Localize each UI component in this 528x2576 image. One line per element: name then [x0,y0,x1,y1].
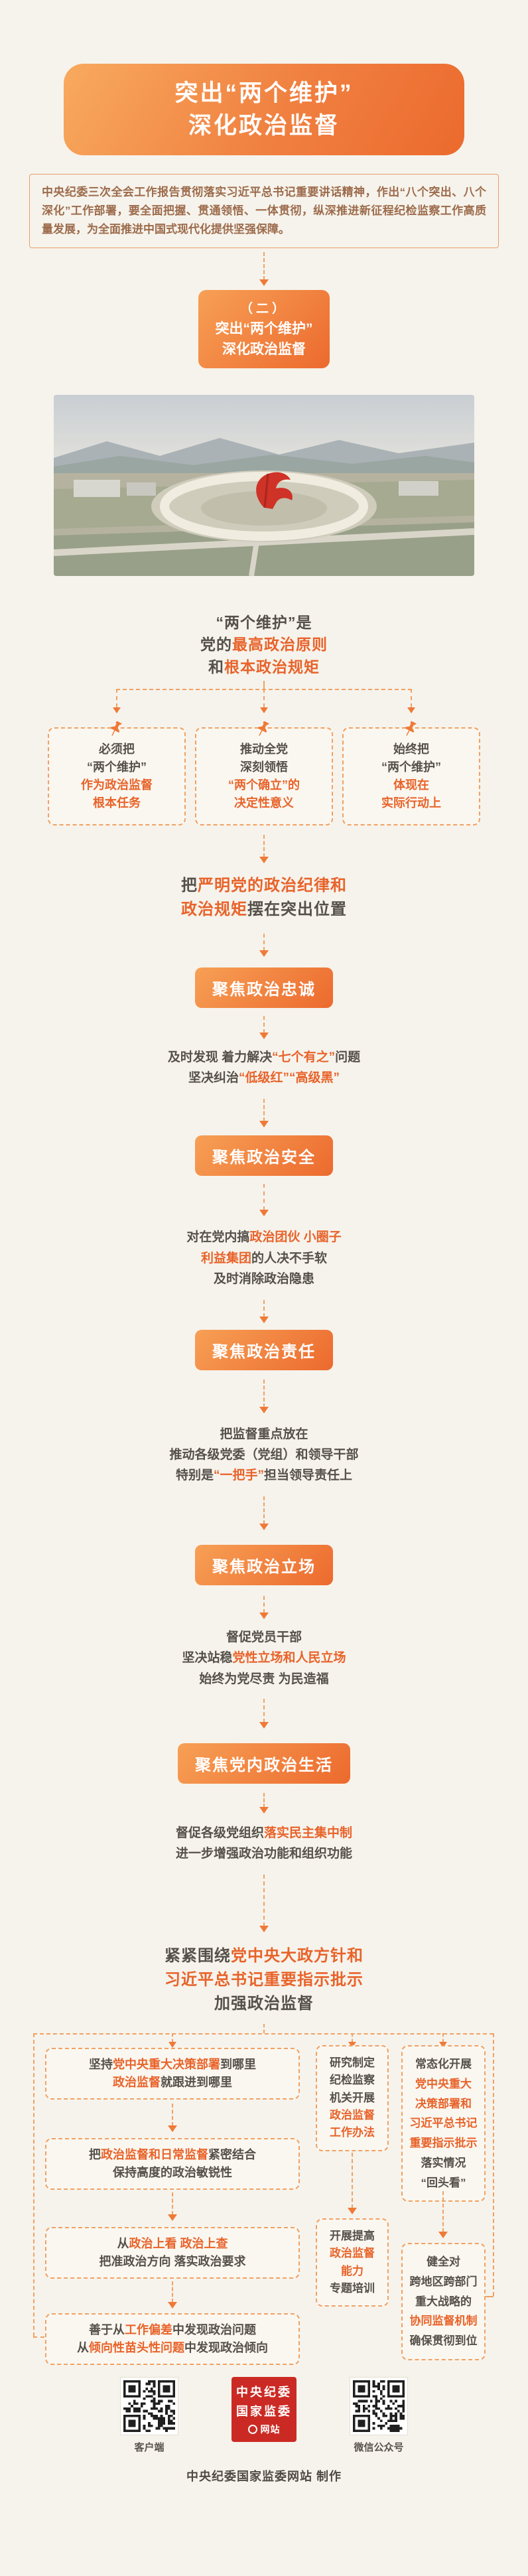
supervision-measures-branch: 坚持党中央重大决策部署到哪里政治监督就跟进到哪里 把政治监督和日常监督紧密结合保… [0,2024,528,2370]
qr-code-client [120,2377,178,2436]
arrowhead [348,2042,356,2048]
footer: 客户端 中央纪委 国家监委 网站 微信公众号 [0,2377,528,2454]
pushpin-icon [253,717,275,742]
focus-badge-stance: 聚焦政治立场 [195,1545,333,1586]
focus-stance-text: 督促党员干部坚决站稳党性立场和人民立场始终为党尽责 为民造福 [182,1630,346,1686]
measure-box-find-problems: 善于从工作偏差中发现政治问题从倾向性苗头性问题中发现政治倾向 [45,2313,300,2366]
focus-loyalty-text: 及时发现 着力解决“七个有之”问题坚决纠治“低级红”“高级黑” [167,1050,361,1086]
focus-responsibility-text: 把监督重点放在推动各级党委（党组）和领导干部特别是“一把手”担当领导责任上 [169,1427,359,1483]
pushpin-icon [401,717,423,742]
flow-arrow [348,2153,357,2215]
logo-line1: 中央纪委 [236,2386,292,2399]
flow-arrow [259,1099,269,1128]
qr-client: 客户端 [120,2377,178,2454]
focus-badge-responsibility: 聚焦政治责任 [195,1329,333,1370]
flow-arrow [259,252,269,287]
qr-wechat-label: 微信公众号 [354,2442,404,2454]
flow-arrow [259,1792,269,1814]
pillar-text: 必须把“两个维护”作为政治监督根本任务 [81,743,153,810]
focus-badge-loyalty: 聚焦政治忠诚 [195,967,333,1009]
flow-arrow [168,2192,177,2222]
flow-arrow [259,835,269,864]
connector-line [352,2033,353,2043]
pillar-text: 始终把“两个维护”体现在实际行动上 [381,743,441,810]
measure-box-coordination: 健全对跨地区跨部门重大战略的协同监督机制确保贯彻到位 [401,2243,486,2360]
pillar-box: 推动全党深刻领悟“两个确立”的决定性意义 [195,720,333,826]
pillar-text: 推动全党深刻领悟“两个确立”的决定性意义 [228,743,300,810]
measure-box-follow-decisions: 坚持党中央重大决策部署到哪里政治监督就跟进到哪里 [45,2048,300,2100]
focus-party-life-text: 督促各级党组织落实民主集中制进一步增强政治功能和组织功能 [175,1825,353,1861]
pillar-box: 必须把“两个维护”作为政治监督根本任务 [48,720,186,826]
arrowhead [439,2042,447,2048]
flow-arrow [259,1299,269,1323]
ccdi-logo: 中央纪委 国家监委 网站 [231,2377,297,2443]
flow-arrow [259,1016,269,1040]
focus-badge-security: 聚焦政治安全 [195,1135,333,1177]
statement-strengthen-supervision: 紧紧围绕党中央大政方针和习近平总书记重要指示批示加强政治监督 [165,1947,363,2013]
flow-arrow [259,1875,269,1933]
page-title-line1: 突出“两个维护” [174,80,354,106]
measure-box-daily-supervision: 把政治监督和日常监督紧密结合保持高度的政治敏锐性 [45,2138,300,2190]
intro-paragraph: 中央纪委三次全会工作报告贯彻落实习近平总书记重要讲话精神，作出“八个突出、八个深… [29,174,499,249]
qr-wechat: 微信公众号 [350,2377,408,2454]
page-title-line2: 深化政治监督 [188,113,340,139]
focus-badge-party-life: 聚焦党内政治生活 [178,1743,350,1784]
connector-line [33,2336,44,2338]
flow-arrow [259,934,269,958]
connector-line [486,2296,494,2298]
flow-arrow [259,1496,269,1531]
seal-icon [247,2425,257,2435]
page-title: 突出“两个维护” 深化政治监督 [64,64,464,155]
section-title-line2: 深化政治监督 [222,341,306,357]
connector-line [172,2033,173,2043]
pillar-boxes: 必须把“两个维护”作为政治监督根本任务 推动全党深刻领悟“两个确立”的决定性意义… [48,720,480,826]
focus-security-text: 对在党内搞政治团伙 小圈子利益集团的人决不手软及时消除政治隐患 [186,1230,342,1286]
measure-box-political-view: 从政治上看 政治上查把准政治方向 落实政治要求 [45,2227,300,2279]
measure-box-work-methods: 研究制定纪检监察机关开展政治监督工作办法 [316,2045,389,2151]
connector-line [33,2033,34,2337]
flow-arrow [259,1379,269,1413]
qr-code-wechat [350,2377,408,2436]
flow-arrow [168,2281,177,2309]
flow-arrow [259,1698,269,1729]
connector-line [442,2033,444,2043]
flow-arrow [259,1596,269,1620]
section-number: （二） [239,302,288,317]
pushpin-icon [106,717,128,742]
pillar-box: 始终把“两个维护”体现在实际行动上 [342,720,480,826]
logo-line3: 网站 [260,2424,281,2435]
aerial-photo [54,395,474,577]
branch-connector-3way [48,681,480,715]
connector-line [493,2033,494,2297]
flow-arrow [438,2191,448,2239]
key-message: “两个维护”是党的最高政治原则和根本政治规矩 [200,614,328,676]
logo-line2: 国家监委 [236,2405,292,2419]
connector-line [33,2033,494,2035]
section-title-line1: 突出“两个维护” [215,321,313,337]
section-badge: （二） 突出“两个维护” 深化政治监督 [198,290,330,369]
measure-box-look-back: 常态化开展党中央重大决策部署和习近平总书记重要指示批示落实情况“回头看” [401,2045,486,2202]
statement-discipline: 把严明党的政治纪律和政治规矩摆在突出位置 [181,877,347,919]
arrowhead [168,2042,176,2048]
credit-caption: 中央纪委国家监委网站 制作 [186,2470,342,2484]
measure-box-training: 开展提高政治监督能力专题培训 [316,2218,389,2307]
connector-line [263,2024,265,2034]
qr-client-label: 客户端 [134,2442,165,2454]
flow-arrow [259,1184,269,1217]
flow-arrow [168,2104,177,2133]
